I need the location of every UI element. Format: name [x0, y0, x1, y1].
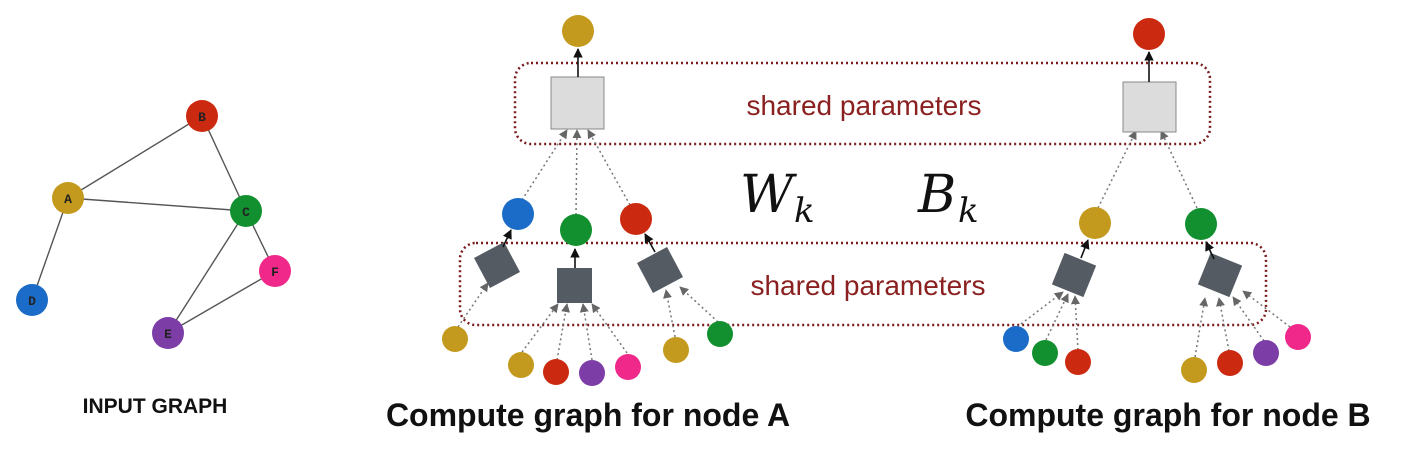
compute-graph-a-caption: Compute graph for node A	[386, 397, 790, 433]
edge-a-b	[67, 115, 203, 199]
cg-b-l2-node-a	[1181, 357, 1207, 383]
graph-node-a-label: A	[64, 192, 72, 207]
aggregator-a-middle	[557, 268, 592, 303]
cg-b-l2-node-b2	[1217, 350, 1243, 376]
shared-parameters-label-bottom: shared parameters	[750, 270, 985, 301]
aggregator-a-right	[637, 247, 683, 293]
cg-b-l2-node-e	[1253, 340, 1279, 366]
cg-a-l2-node-b	[543, 359, 569, 385]
link-b-l2-c	[1045, 293, 1069, 341]
cg-b-l2-node-b	[1065, 349, 1091, 375]
graph-node-a: A	[52, 182, 84, 214]
link-b-l2-a	[1194, 297, 1209, 358]
link-b-l2-b	[1070, 295, 1080, 351]
shared-parameters-box-bottom	[458, 241, 1268, 327]
cg-a-l2-node-c	[707, 321, 733, 347]
weight-b-base: B	[917, 165, 956, 225]
aggregator-b-top	[1122, 81, 1177, 133]
link-a-agg-b	[644, 233, 656, 253]
cg-a-root-node	[562, 15, 594, 47]
compute-graph-b: Compute graph for node B	[965, 18, 1371, 433]
weight-w-subscript: k	[794, 191, 815, 231]
graph-node-c: C	[230, 195, 262, 227]
graph-node-c-circle	[230, 195, 262, 227]
graph-node-b-circle	[186, 100, 218, 132]
link-a-b-top	[587, 129, 631, 206]
cg-a-l2-node-a1	[442, 326, 468, 352]
aggregator-b-left	[1051, 252, 1097, 298]
aggregator-a-left	[474, 242, 520, 288]
cg-a-l1-node-d	[502, 198, 534, 230]
edge-a-d	[31, 197, 69, 301]
input-graph: A B C D E F INPUT GRAPH	[16, 100, 291, 418]
aggregator-a-top	[550, 76, 605, 130]
link-a-l2-b2	[679, 286, 719, 323]
graph-node-c-label: C	[242, 205, 250, 220]
compute-graph-a: Compute graph for node A	[386, 15, 790, 433]
cg-a-l2-node-a3	[663, 337, 689, 363]
link-a-c-top	[572, 129, 582, 216]
link-a-d-top	[521, 129, 568, 201]
graph-node-d-circle	[16, 284, 48, 316]
cg-b-l1-node-a	[1079, 207, 1111, 239]
link-b-l2-f	[1242, 290, 1295, 331]
graph-node-f: F	[259, 255, 291, 287]
graph-node-f-circle	[259, 255, 291, 287]
graph-node-b-label: B	[198, 110, 206, 125]
compute-graph-b-caption: Compute graph for node B	[965, 397, 1370, 433]
graph-node-d: D	[16, 284, 48, 316]
link-a-l2-c4	[591, 303, 628, 354]
cg-b-l2-node-c	[1032, 340, 1058, 366]
cg-a-l1-node-c	[560, 214, 592, 246]
link-a-l2-c1	[521, 303, 559, 353]
cg-b-l2-node-f	[1285, 324, 1311, 350]
shared-parameters-label-top: shared parameters	[746, 90, 981, 121]
link-b-l2-d	[1016, 291, 1064, 328]
link-a-l2-a1	[457, 282, 489, 328]
graph-node-e: E	[152, 317, 184, 349]
input-graph-title: INPUT GRAPH	[83, 395, 228, 418]
link-b-agg-c	[1205, 241, 1215, 260]
link-a-l2-c2	[556, 303, 571, 361]
cg-b-l1-node-c	[1185, 208, 1217, 240]
cg-a-l2-node-f	[615, 354, 641, 380]
weight-symbol-b: B k	[917, 165, 979, 231]
weight-w-base: W	[740, 165, 797, 225]
cg-a-l2-node-e	[579, 360, 605, 386]
edge-a-c	[67, 197, 247, 212]
edge-b-c	[201, 115, 247, 212]
link-a-l2-b1	[663, 289, 676, 338]
cg-a-l1-node-b	[620, 203, 652, 235]
edge-e-f	[167, 270, 276, 334]
graph-node-e-circle	[152, 317, 184, 349]
link-a-agg-d	[502, 229, 512, 248]
link-b-l2-b2	[1216, 297, 1230, 352]
cg-a-l2-node-a2	[508, 352, 534, 378]
weight-b-subscript: k	[958, 191, 979, 231]
link-b-a-top	[1097, 130, 1137, 209]
graph-node-e-label: E	[164, 327, 172, 342]
graph-node-f-label: F	[271, 265, 279, 280]
edge-c-e	[167, 210, 247, 334]
link-b-c-top	[1160, 130, 1198, 209]
cg-b-l2-node-d	[1003, 326, 1029, 352]
weight-symbol-w: W k	[740, 165, 815, 231]
graph-node-b: B	[186, 100, 218, 132]
graph-node-d-label: D	[28, 294, 36, 309]
graph-node-a-circle	[52, 182, 84, 214]
aggregator-b-right	[1197, 252, 1243, 298]
cg-b-root-node	[1133, 18, 1165, 50]
link-a-l2-c3	[579, 303, 593, 361]
link-b-agg-a	[1080, 239, 1090, 259]
shared-parameters-box-top	[513, 61, 1212, 146]
link-b-l2-e	[1232, 296, 1265, 342]
